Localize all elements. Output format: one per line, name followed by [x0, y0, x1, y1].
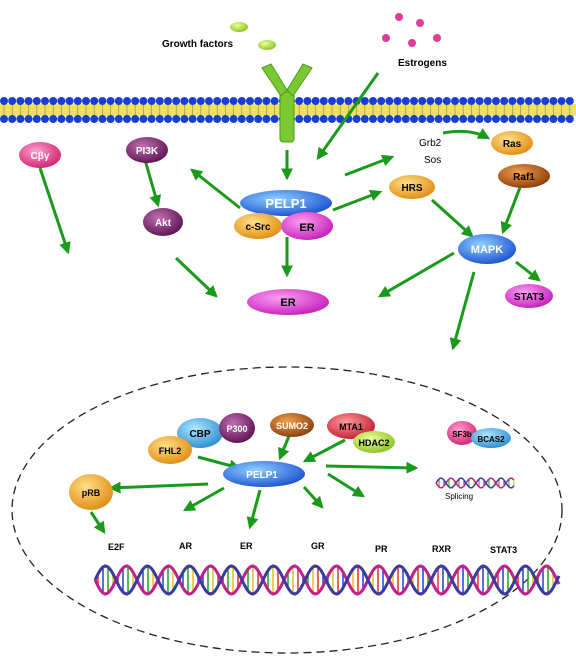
svg-text:PELP1: PELP1	[246, 470, 278, 481]
svg-text:HRS: HRS	[401, 183, 422, 194]
svg-text:c-Src: c-Src	[245, 222, 270, 233]
target-stat3: STAT3	[490, 545, 517, 555]
svg-text:STAT3: STAT3	[514, 292, 545, 303]
svg-text:MTA1: MTA1	[339, 422, 363, 432]
target-e2f: E2F	[108, 542, 125, 552]
estrogen-ligands	[382, 13, 441, 47]
svg-text:PELP1: PELP1	[265, 196, 306, 211]
target-rxr: RXR	[432, 544, 452, 554]
cby-protein: Cβγ	[19, 142, 61, 168]
svg-text:BCAS2: BCAS2	[477, 435, 505, 444]
er-lower-protein: ER	[247, 289, 329, 315]
growth-factors-label: Growth factors	[162, 39, 234, 50]
splicing-label: Splicing	[445, 492, 473, 501]
svg-text:FHL2: FHL2	[159, 446, 182, 456]
nucleus-boundary	[11, 366, 563, 654]
ras-protein: Ras	[491, 131, 533, 155]
target-pr: PR	[375, 544, 388, 554]
grb2-label: Grb2	[419, 138, 442, 149]
target-gr: GR	[311, 541, 325, 551]
target-genes: E2F AR ER GR PR RXR STAT3	[108, 541, 517, 555]
p300-protein: P300	[219, 413, 255, 443]
er-complex-protein: ER	[281, 212, 333, 240]
target-er: ER	[240, 541, 253, 551]
target-ar: AR	[179, 541, 192, 551]
receptor-icon	[261, 63, 313, 143]
nuclear-arrows	[89, 435, 419, 535]
raf1-protein: Raf1	[498, 164, 550, 188]
cell-membrane	[0, 97, 576, 123]
svg-text:Akt: Akt	[155, 218, 172, 229]
svg-text:Ras: Ras	[503, 139, 522, 150]
growth-factor-ligands	[230, 22, 276, 50]
svg-text:Cβγ: Cβγ	[31, 151, 50, 162]
sf3b-protein: SF3b	[447, 421, 477, 445]
mta1-protein: MTA1	[327, 413, 375, 439]
svg-text:MAPK: MAPK	[471, 244, 503, 256]
pelp1-nuclear-protein: PELP1	[223, 461, 305, 487]
akt-protein: Akt	[143, 208, 183, 236]
cbp-protein: CBP	[177, 418, 223, 448]
svg-text:HDAC2: HDAC2	[358, 438, 389, 448]
pi3k-protein: PI3K	[126, 137, 168, 163]
splicing-dna-icon	[435, 477, 515, 489]
sos-label: Sos	[424, 155, 441, 166]
svg-text:CBP: CBP	[189, 429, 210, 440]
svg-text:pRB: pRB	[82, 488, 101, 498]
svg-text:SF3b: SF3b	[452, 430, 472, 439]
svg-text:SUMO2: SUMO2	[276, 421, 308, 431]
dna-helix-icon	[93, 564, 561, 596]
hrs-protein: HRS	[389, 175, 435, 199]
csrc-protein: c-Src	[234, 213, 282, 239]
sumo2-protein: SUMO2	[270, 413, 314, 437]
svg-text:Raf1: Raf1	[513, 172, 535, 183]
pelp1-protein: PELP1	[240, 190, 332, 216]
fhl2-protein: FHL2	[148, 436, 192, 464]
svg-text:ER: ER	[280, 297, 295, 309]
bcas2-protein: BCAS2	[471, 428, 511, 448]
signaling-arrows	[38, 72, 541, 351]
svg-text:P300: P300	[226, 424, 247, 434]
estrogens-label: Estrogens	[398, 58, 447, 69]
stat3-cyto-protein: STAT3	[505, 284, 553, 308]
hdac2-protein: HDAC2	[353, 431, 395, 453]
svg-text:PI3K: PI3K	[136, 146, 159, 157]
mapk-protein: MAPK	[458, 234, 516, 264]
svg-text:ER: ER	[299, 222, 314, 234]
prb-protein: pRB	[69, 474, 113, 510]
